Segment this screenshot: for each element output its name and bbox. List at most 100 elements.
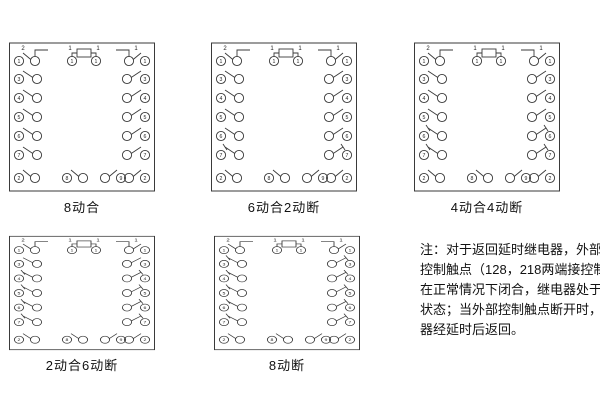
svg-text:2: 2 <box>220 176 223 182</box>
svg-text:5: 5 <box>549 115 552 121</box>
svg-text:1: 1 <box>134 46 138 52</box>
svg-text:7: 7 <box>423 153 426 159</box>
svg-text:5: 5 <box>223 291 226 295</box>
svg-text:1: 1 <box>71 248 74 252</box>
svg-text:4: 4 <box>423 96 426 102</box>
svg-text:7: 7 <box>349 320 352 324</box>
svg-text:2: 2 <box>144 338 147 342</box>
svg-text:1: 1 <box>298 46 302 52</box>
svg-text:3: 3 <box>223 262 226 266</box>
svg-text:4: 4 <box>549 96 552 102</box>
svg-text:9: 9 <box>120 338 123 342</box>
svg-text:9: 9 <box>325 338 328 342</box>
diagram-caption: 8动合 <box>63 200 101 215</box>
svg-text:6: 6 <box>223 306 226 310</box>
svg-text:1: 1 <box>71 59 74 65</box>
svg-text:1: 1 <box>18 248 21 252</box>
svg-text:1: 1 <box>96 46 100 52</box>
svg-text:3: 3 <box>346 77 349 83</box>
svg-text:2: 2 <box>426 46 430 52</box>
svg-text:6: 6 <box>423 134 426 140</box>
svg-text:7: 7 <box>223 320 226 324</box>
svg-text:3: 3 <box>18 262 21 266</box>
svg-text:4: 4 <box>144 276 147 280</box>
svg-text:8: 8 <box>268 176 271 182</box>
svg-text:1: 1 <box>223 248 226 252</box>
svg-text:2: 2 <box>21 238 24 243</box>
svg-text:5: 5 <box>423 115 426 121</box>
svg-text:2: 2 <box>21 46 25 52</box>
svg-text:1: 1 <box>339 238 342 243</box>
svg-text:8: 8 <box>66 338 69 342</box>
svg-text:1: 1 <box>18 59 21 65</box>
svg-text:3: 3 <box>18 77 21 83</box>
svg-text:4: 4 <box>220 96 223 102</box>
note-line-2: 控制触点（128，218两端接控制触点） <box>420 262 600 277</box>
svg-text:1: 1 <box>336 46 340 52</box>
svg-text:6: 6 <box>18 306 21 310</box>
svg-text:6: 6 <box>144 306 147 310</box>
svg-text:2: 2 <box>346 176 349 182</box>
svg-text:7: 7 <box>144 153 147 159</box>
svg-text:1: 1 <box>68 46 72 52</box>
svg-text:8: 8 <box>471 176 474 182</box>
svg-text:1: 1 <box>473 46 477 52</box>
svg-text:2: 2 <box>18 338 21 342</box>
svg-text:2: 2 <box>226 238 229 243</box>
svg-text:2: 2 <box>18 176 21 182</box>
note-line-5: 器经延时后返回。 <box>420 322 525 337</box>
svg-text:9: 9 <box>322 176 325 182</box>
svg-text:5: 5 <box>220 115 223 121</box>
svg-text:1: 1 <box>220 59 223 65</box>
svg-text:1: 1 <box>95 248 98 252</box>
svg-text:3: 3 <box>549 77 552 83</box>
svg-text:9: 9 <box>525 176 528 182</box>
svg-text:6: 6 <box>144 134 147 140</box>
svg-text:2: 2 <box>549 176 552 182</box>
note-line-3: 在正常情况下闭合，继电器处于动作 <box>420 282 600 297</box>
svg-text:5: 5 <box>144 291 147 295</box>
svg-text:4: 4 <box>349 276 352 280</box>
svg-text:5: 5 <box>18 115 21 121</box>
svg-text:1: 1 <box>273 238 276 243</box>
svg-text:8: 8 <box>271 338 274 342</box>
svg-text:3: 3 <box>349 262 352 266</box>
svg-text:1: 1 <box>95 59 98 65</box>
note-block: 注：对于返回延时继电器，外部 控制触点（128，218两端接控制触点） 在正常情… <box>420 240 600 340</box>
note-line-4: 状态；当外部控制触点断开时，继电 <box>420 302 600 317</box>
svg-text:2: 2 <box>144 176 147 182</box>
svg-text:1: 1 <box>476 59 479 65</box>
svg-text:1: 1 <box>134 238 137 243</box>
svg-text:6: 6 <box>349 306 352 310</box>
svg-text:3: 3 <box>144 262 147 266</box>
svg-text:1: 1 <box>549 59 552 65</box>
svg-text:4: 4 <box>223 276 226 280</box>
svg-text:1: 1 <box>423 59 426 65</box>
svg-text:1: 1 <box>500 59 503 65</box>
svg-text:7: 7 <box>549 153 552 159</box>
svg-text:4: 4 <box>144 96 147 102</box>
svg-text:1: 1 <box>539 46 543 52</box>
svg-text:2: 2 <box>349 338 352 342</box>
note-line-1: 注：对于返回延时继电器，外部 <box>420 242 600 257</box>
svg-text:4: 4 <box>18 276 21 280</box>
svg-text:5: 5 <box>144 115 147 121</box>
svg-text:6: 6 <box>346 134 349 140</box>
svg-text:2: 2 <box>223 338 226 342</box>
svg-text:7: 7 <box>18 320 21 324</box>
diagram-caption: 6动合2动断 <box>247 200 321 215</box>
diagram-caption: 4动合4动断 <box>450 200 524 215</box>
svg-text:1: 1 <box>300 248 303 252</box>
svg-text:4: 4 <box>346 96 349 102</box>
svg-text:5: 5 <box>349 291 352 295</box>
svg-text:6: 6 <box>549 134 552 140</box>
svg-text:1: 1 <box>68 238 71 243</box>
